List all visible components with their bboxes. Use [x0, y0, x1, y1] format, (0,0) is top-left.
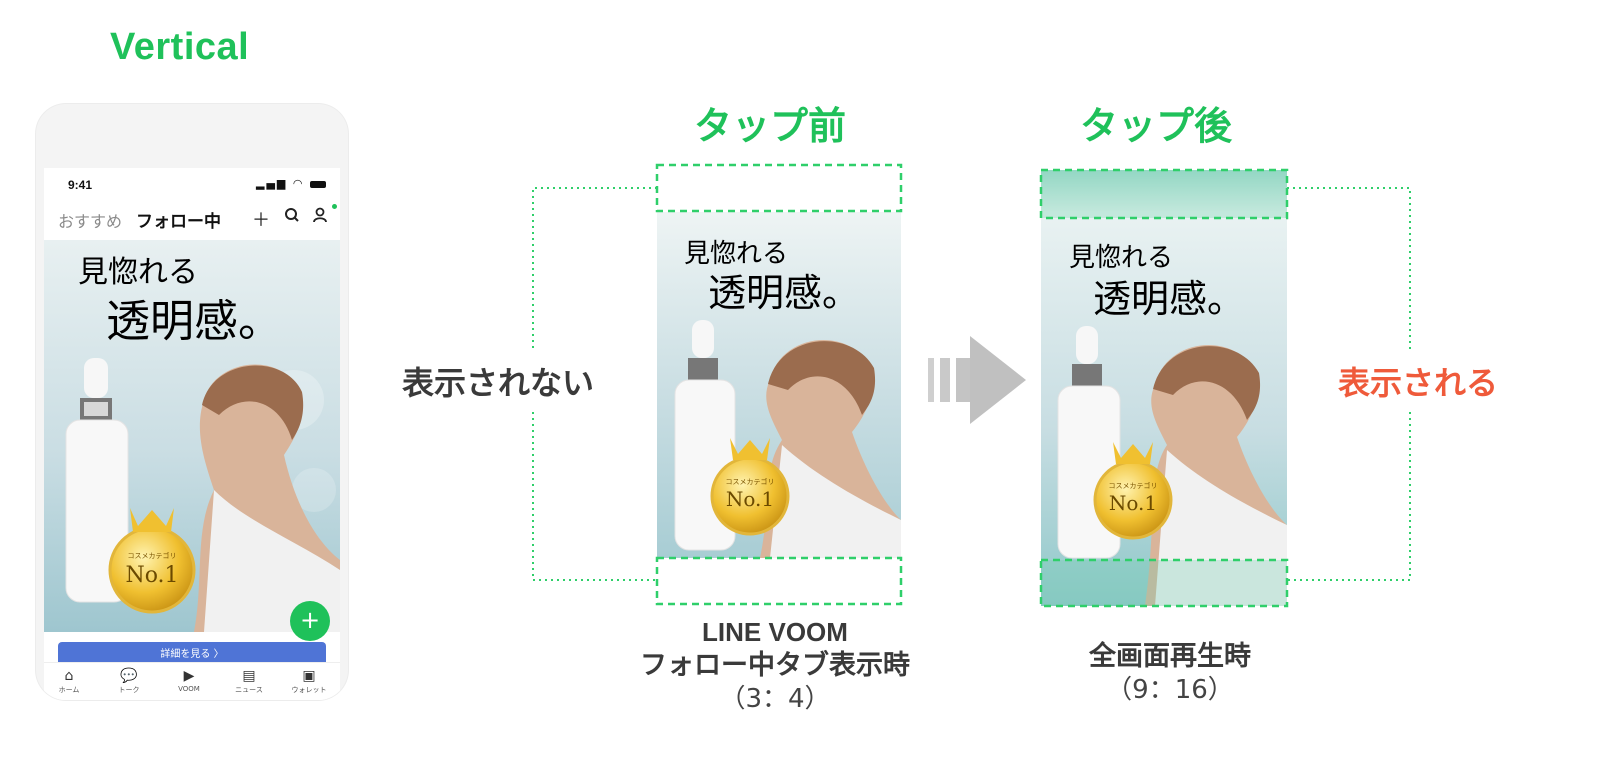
ad-headline-2: 透明感。	[106, 296, 282, 347]
before-bracket-bottom	[532, 412, 657, 581]
after-badge-small: コスメカテゴリ	[1109, 481, 1158, 490]
displayed-label: 表示される	[1338, 364, 1499, 402]
tab-chat[interactable]: 💬 トーク	[104, 667, 154, 695]
add-post-button[interactable]: +	[290, 601, 330, 641]
page-title: Vertical	[110, 26, 250, 68]
tab-home[interactable]: ⌂ ホーム	[44, 667, 94, 695]
phone-mockup: 9:41 ▂▄▆ ◠ おすすめ フォロー中 ＋	[36, 104, 348, 700]
tab-chat-label: トーク	[118, 686, 140, 694]
after-caption-line1: 全画面再生時	[1089, 641, 1251, 672]
after-headline-2: 透明感。	[1093, 277, 1245, 321]
tab-following[interactable]: フォロー中	[136, 212, 221, 232]
status-time: 9:41	[68, 178, 93, 192]
plus-icon[interactable]: ＋	[252, 210, 270, 231]
tab-recommended[interactable]: おすすめ	[58, 212, 123, 231]
tab-voom[interactable]: ▶ VOOM	[164, 667, 214, 693]
before-caption-line2: フォロー中タブ表示時	[640, 650, 910, 681]
phone-screen: 9:41 ▂▄▆ ◠ おすすめ フォロー中 ＋	[44, 168, 340, 700]
before-badge-small: コスメカテゴリ	[726, 477, 775, 486]
status-icons: ▂▄▆ ◠	[256, 177, 326, 190]
badge-small-text: コスメカテゴリ	[128, 551, 177, 560]
tab-home-label: ホーム	[58, 686, 80, 694]
before-caption: LINE VOOM フォロー中タブ表示時 （3：4）	[600, 616, 950, 715]
after-bracket-top	[1287, 187, 1411, 350]
before-headline-2: 透明感。	[708, 271, 860, 315]
before-top-hidden-area	[655, 163, 903, 213]
transition-arrow-icon	[928, 336, 1026, 424]
not-displayed-label: 表示されない	[402, 364, 595, 402]
after-bottom-shown-area	[1039, 558, 1289, 608]
search-icon[interactable]	[284, 206, 300, 229]
notification-dot	[332, 204, 337, 209]
before-tap-heading: タップ前	[694, 104, 847, 148]
home-icon: ⌂	[64, 668, 74, 684]
after-top-shown-area	[1039, 168, 1289, 220]
after-caption: 全画面再生時 （9：16）	[1010, 640, 1330, 706]
voom-icon: ▶	[183, 668, 195, 684]
detail-button[interactable]: 詳細を見る 〉	[58, 642, 326, 662]
detail-button-label: 詳細を見る 〉	[160, 649, 224, 660]
after-tap-heading: タップ後	[1080, 104, 1233, 148]
after-caption-ratio: （9：16）	[1106, 675, 1234, 705]
chat-icon: 💬	[120, 668, 138, 684]
status-bar: 9:41 ▂▄▆ ◠	[44, 168, 340, 198]
before-headline-1: 見惚れる	[684, 239, 788, 269]
after-bracket-bottom	[1287, 412, 1411, 581]
bottom-tab-bar: ⌂ ホーム 💬 トーク ▶ VOOM ▤ ニュース ▣ ウォレット	[44, 662, 340, 700]
before-caption-ratio: （3：4）	[719, 684, 831, 714]
voom-nav-bar: おすすめ フォロー中 ＋	[44, 200, 340, 236]
ad-headline-1: 見惚れる	[78, 255, 198, 290]
tab-voom-label: VOOM	[178, 685, 200, 693]
after-ad-image: コスメカテゴリ No.1 見惚れる 透明感。	[1041, 170, 1287, 606]
before-ad-image: コスメカテゴリ No.1 見惚れる 透明感。	[657, 212, 901, 558]
battery-icon	[310, 180, 326, 188]
tab-news[interactable]: ▤ ニュース	[224, 667, 274, 695]
before-bracket-top	[532, 187, 657, 350]
ad-creative[interactable]: コスメカテゴリ No.1 見惚れる 透明感。	[44, 240, 340, 632]
tab-wallet-label: ウォレット	[291, 686, 327, 694]
badge-main-text: No.1	[125, 563, 178, 588]
after-badge-main: No.1	[1109, 491, 1157, 515]
before-badge-main: No.1	[726, 487, 774, 511]
tab-news-label: ニュース	[235, 686, 263, 694]
profile-icon[interactable]	[312, 206, 328, 229]
wallet-icon: ▣	[302, 668, 316, 684]
tab-wallet[interactable]: ▣ ウォレット	[284, 667, 334, 695]
after-headline-1: 見惚れる	[1069, 243, 1173, 273]
news-icon: ▤	[242, 668, 256, 684]
before-caption-line1: LINE VOOM	[702, 617, 848, 647]
before-bottom-hidden-area	[655, 556, 903, 606]
